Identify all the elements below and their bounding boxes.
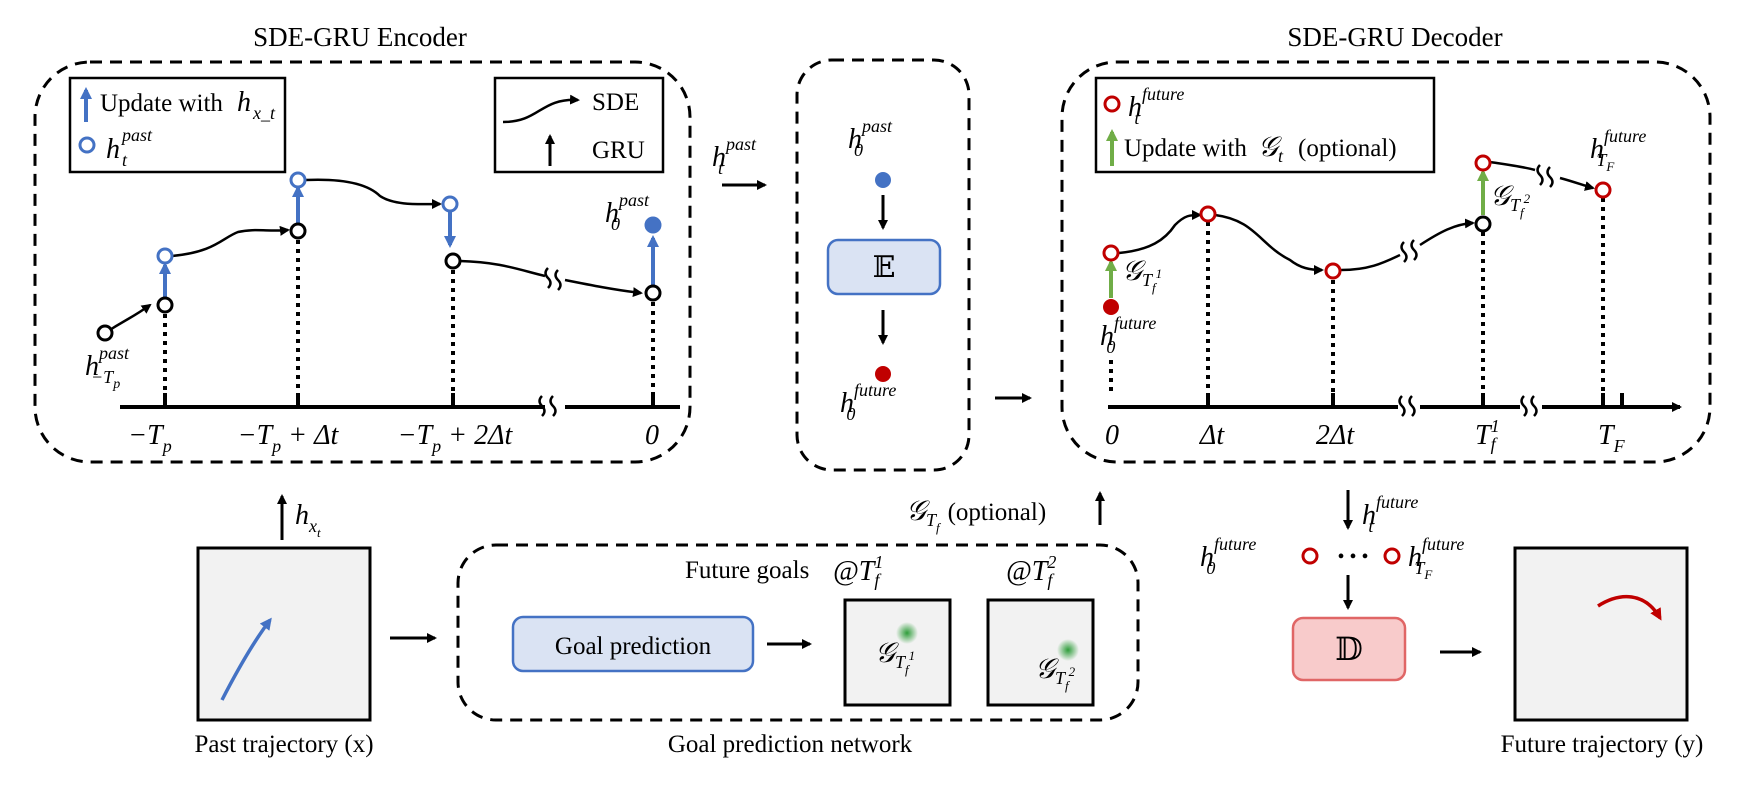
decoder-trajectory	[1102, 154, 1612, 315]
dec-g-tf2-label: 𝒢Tf2	[1490, 181, 1531, 220]
hx-label: hxt	[295, 500, 321, 540]
dec-g-tf1-label: 𝒢Tf1	[1122, 256, 1162, 295]
svg-text:t: t	[122, 150, 128, 170]
future-goals-label: Future goals	[685, 557, 809, 584]
future-trajectory-caption: Future trajectory (y)	[1501, 731, 1704, 758]
encoder-legend: Update with h x_t h past t	[68, 76, 287, 174]
dec-tick-tF: TF	[1598, 420, 1626, 456]
enc-h-start-label: hpast−Tp	[85, 343, 130, 392]
encoder-time-axis	[120, 231, 680, 417]
expectation-op: 𝔼	[873, 250, 896, 285]
svg-text:x_t: x_t	[252, 103, 276, 123]
goal-prediction-box	[511, 615, 755, 673]
dec-tick-dt: Δt	[1199, 420, 1225, 451]
goal-input-label: 𝒢Tf(optional)	[906, 496, 1046, 535]
dec-tick-2dt: 2Δt	[1316, 420, 1355, 451]
enc-tick-neg-tp-dt: −Tp + Δt	[238, 420, 340, 456]
svg-text:Update with: Update with	[1124, 135, 1247, 162]
ellipsis: • • •	[1337, 546, 1368, 568]
decoder-op: 𝔻	[1335, 630, 1363, 668]
expectation-frame	[795, 58, 971, 472]
decoder-frame	[1060, 60, 1712, 464]
svg-text:h: h	[237, 87, 251, 118]
svg-text:past: past	[120, 125, 153, 145]
legend-update-label: Update with	[100, 90, 223, 117]
goal-heatmap-1	[843, 598, 952, 707]
svg-text:GRU: GRU	[592, 137, 645, 164]
expectation-box	[826, 238, 942, 296]
encoder-trajectory	[96, 171, 662, 342]
encoder-title: SDE-GRU Encoder	[253, 22, 467, 52]
future-trajectory-curve	[1597, 594, 1662, 621]
encoder-frame	[33, 60, 692, 464]
enc-tick-zero: 0	[645, 420, 659, 451]
future-state-open-circle-icon	[1103, 95, 1121, 113]
dec-tick-0: 0	[1105, 420, 1119, 451]
future-trajectory-panel	[1513, 546, 1689, 722]
exp-future-dot	[875, 366, 891, 382]
svg-text:h: h	[106, 134, 120, 165]
goal-prediction-label: Goal prediction	[555, 633, 712, 660]
past-trajectory-curve	[220, 617, 272, 701]
exp-past-dot	[875, 172, 891, 188]
sde-gru-key: SDE GRU	[493, 76, 665, 174]
past-trajectory-caption: Past trajectory (x)	[194, 731, 373, 758]
decoder-title: SDE-GRU Decoder	[1287, 22, 1502, 52]
svg-text:SDE: SDE	[592, 89, 639, 116]
decoder-box	[1291, 616, 1407, 682]
sde-curve-icon	[502, 94, 580, 124]
svg-text:𝒢t: 𝒢t	[1258, 132, 1284, 166]
svg-text:(optional): (optional)	[1298, 135, 1397, 162]
goal-network-caption: Goal prediction network	[668, 731, 913, 758]
enc-tick-neg-tp: −Tp	[128, 420, 171, 456]
enc-tick-neg-tp-2dt: −Tp + 2Δt	[398, 420, 514, 456]
past-state-open-circle-icon	[78, 136, 96, 154]
decoder-time-axis	[1108, 198, 1682, 417]
goal-1-blob	[896, 622, 918, 644]
goal-network-frame	[456, 543, 1140, 722]
goal-2-blob	[1057, 639, 1079, 661]
